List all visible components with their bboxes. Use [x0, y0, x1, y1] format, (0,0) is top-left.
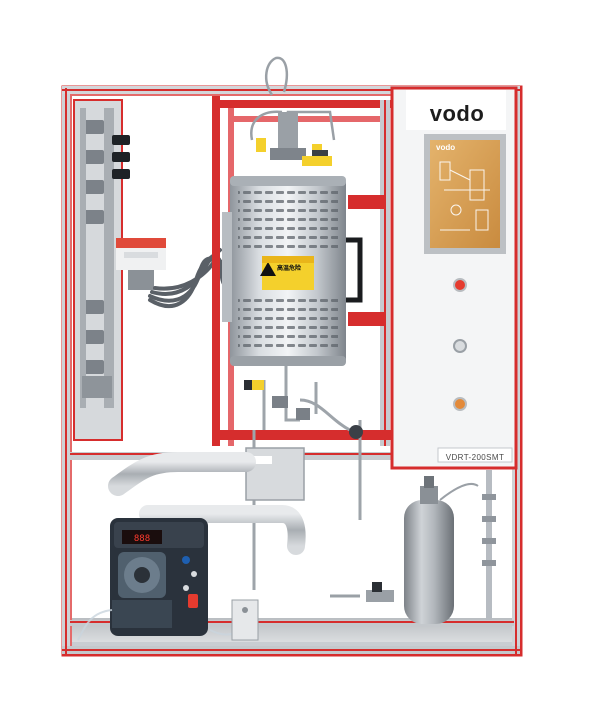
control-cabinet: [390, 86, 518, 470]
peristaltic-pump: [110, 518, 208, 636]
model-plate: VDRT-200SMT: [445, 453, 505, 462]
brand-tagline: [420, 96, 494, 104]
right-fittings: [439, 470, 496, 620]
valve-panel: [73, 99, 130, 441]
foil-hoses: [108, 452, 312, 555]
tube-furnace: [222, 176, 363, 366]
furnace-warning-label: 高温危险: [276, 266, 301, 272]
condenser: [245, 447, 305, 501]
screen-logo: vodo: [436, 143, 456, 152]
reactor-head: [256, 112, 332, 166]
brand-logo: vodo: [429, 101, 485, 126]
pump-display: 888: [133, 534, 151, 544]
outlet-valves: [244, 380, 363, 439]
sample-block: [231, 599, 259, 641]
flow-controller: [116, 238, 166, 290]
gas-cylinder: [404, 476, 454, 624]
floor-valve: [330, 582, 394, 602]
